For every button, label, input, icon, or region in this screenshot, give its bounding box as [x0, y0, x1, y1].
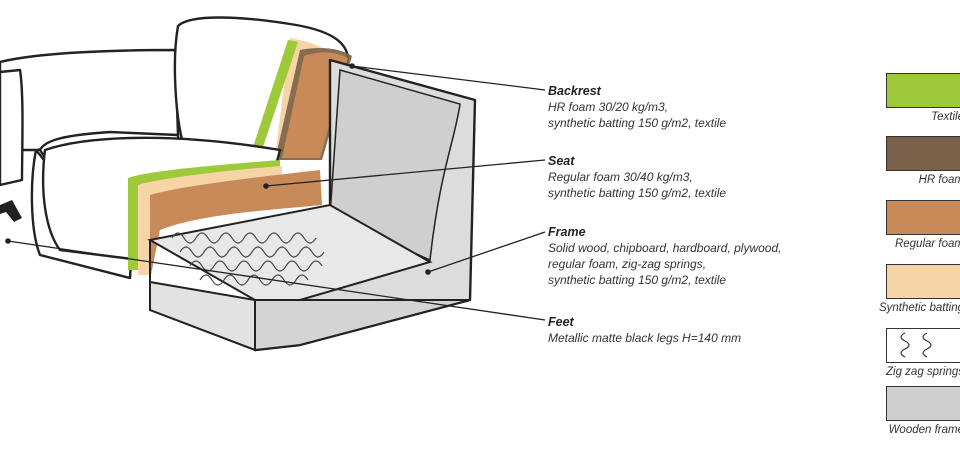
callout-line: Regular foam 30/40 kg/m3, [548, 170, 693, 184]
regular-foam-swatch [886, 200, 960, 235]
callout-backrest: Backrest HR foam 30/20 kg/m3, synthetic … [548, 83, 726, 131]
callout-line: synthetic batting 150 g/m2, textile [548, 186, 727, 200]
callout-title: Frame [548, 225, 586, 239]
frame-inner-panel [329, 69, 461, 262]
legend-item-synthetic-batting: Synthetic batting [879, 264, 960, 314]
textile-swatch [886, 73, 960, 108]
adjacent-sofa-leg [0, 200, 22, 222]
legend-item-regular-foam: Regular foam [886, 200, 960, 250]
callout-feet: Feet Metallic matte black legs H=140 mm [548, 314, 741, 346]
legend-item-zigzag-springs: Zig zag springs [886, 328, 960, 378]
synthetic-batting-swatch [886, 264, 960, 299]
callout-line: synthetic batting 150 g/m2, textile [548, 273, 727, 287]
callout-frame: Frame Solid wood, chipboard, hardboard, … [548, 224, 781, 288]
callout-line: Metallic matte black legs H=140 mm [548, 331, 742, 345]
legend-label: Zig zag springs [886, 366, 960, 378]
wooden-frame-swatch [886, 386, 960, 421]
callout-title: Backrest [548, 84, 601, 98]
callout-line: Solid wood, chipboard, hardboard, plywoo… [548, 241, 782, 255]
callout-line: synthetic batting 150 g/m2, textile [548, 116, 727, 130]
legend-label: Wooden frame [888, 424, 960, 436]
legend-label: HR foam [918, 174, 960, 186]
zigzag-springs [171, 232, 325, 286]
hr-foam-swatch [886, 136, 960, 171]
legend-label: Regular foam [894, 238, 960, 250]
callout-title: Feet [548, 315, 574, 329]
legend-item-hr-foam: HR foam [886, 136, 960, 186]
callout-title: Seat [548, 154, 575, 168]
seat-foam-section [150, 170, 322, 280]
legend-item-wooden-frame: Wooden frame [886, 386, 960, 436]
callout-leader-lines [7, 65, 546, 321]
frame-base [147, 203, 433, 301]
zigzag-spring-icon [886, 328, 960, 363]
callout-seat: Seat Regular foam 30/40 kg/m3, synthetic… [548, 153, 726, 201]
legend-label: Textile [931, 111, 960, 123]
legend-label: Synthetic batting [878, 302, 960, 314]
callout-line: HR foam 30/20 kg/m3, [548, 100, 669, 114]
callout-line: regular foam, zig-zag springs, [548, 257, 707, 271]
legend-item-textile: Textile [886, 73, 960, 123]
